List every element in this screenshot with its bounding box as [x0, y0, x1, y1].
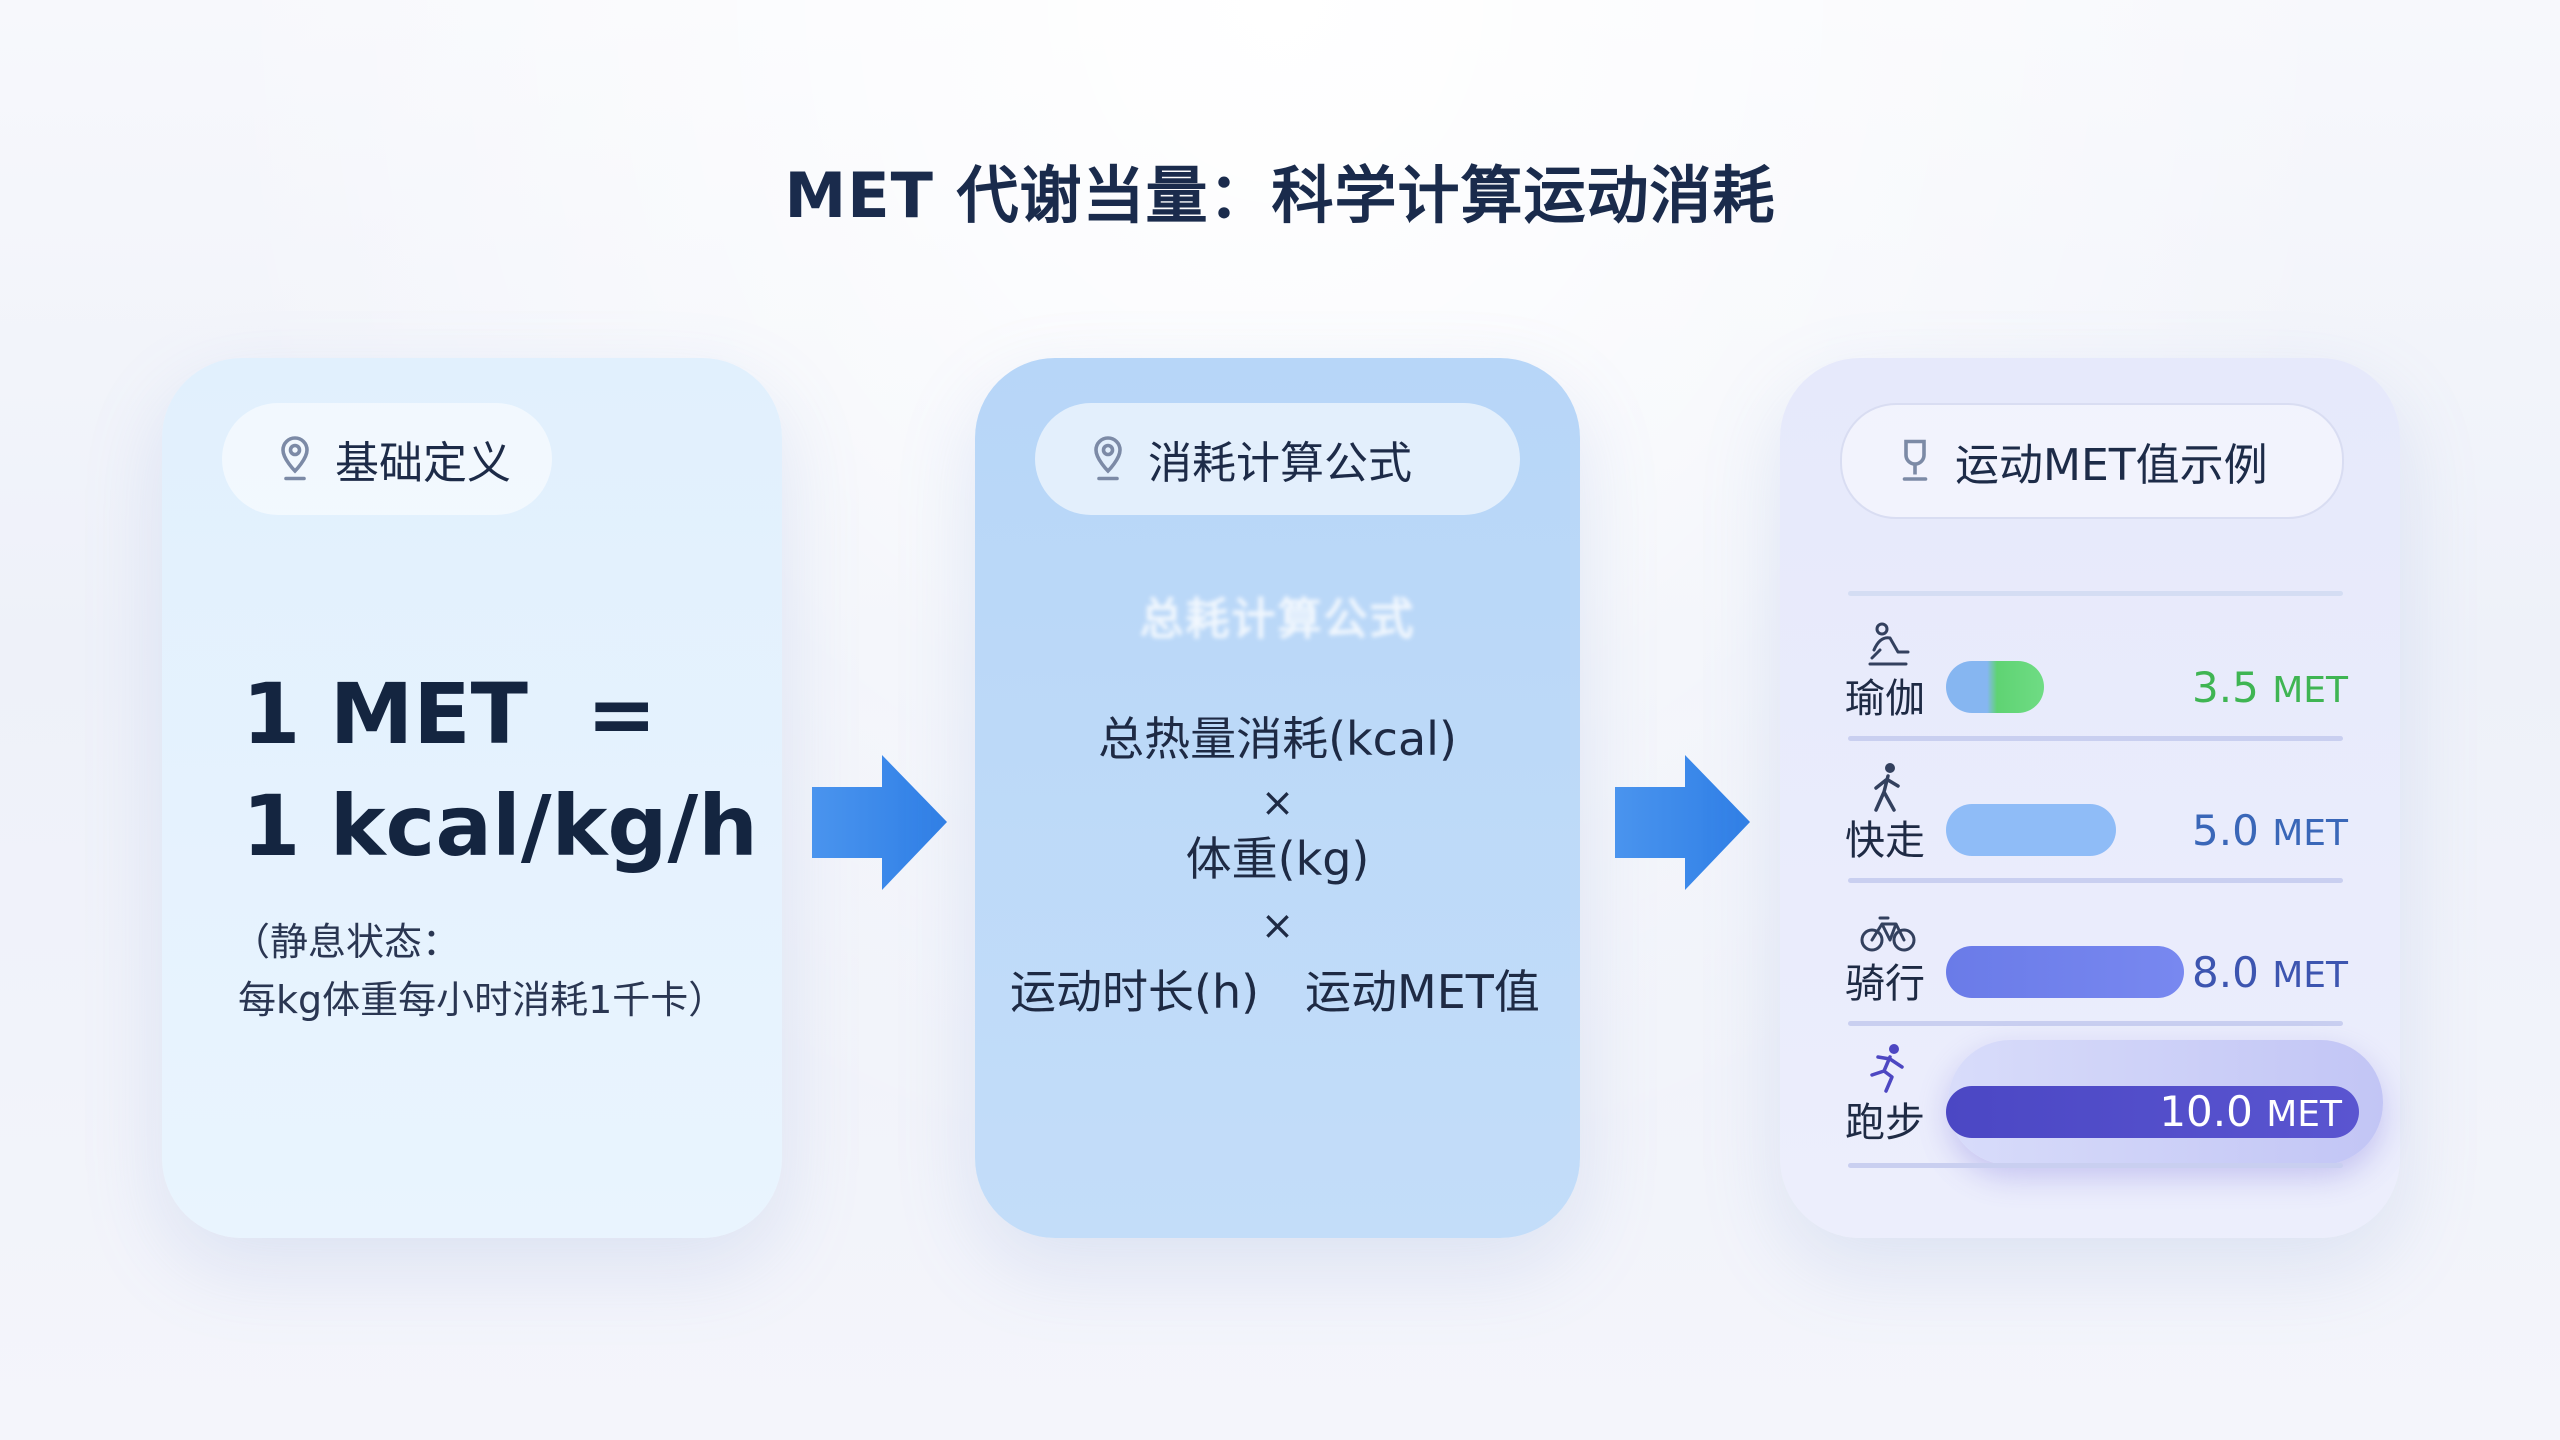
met-value-cycling: 8.0 MET [2192, 948, 2348, 997]
running-icon [1870, 1044, 1904, 1093]
formula-met-value: 运动MET值 [1305, 965, 1540, 1019]
met-bar-cycling [1946, 946, 2184, 998]
multiply-sign: × [1260, 780, 1295, 826]
met-value-running: 10.0 MET [2159, 1087, 2342, 1136]
met-bar-walking [1946, 804, 2116, 856]
exercise-label-walking: 快走 [1845, 818, 1925, 864]
note-line-2: 每kg体重每小时消耗1千卡） [238, 978, 727, 1022]
examples-pill: 运动MET值示例 [1840, 403, 2344, 519]
formula-total-energy: 总热量消耗(kcal) [1098, 712, 1457, 766]
multiply-sign: × [1260, 903, 1295, 949]
note-line-1: （静息状态： [232, 920, 461, 964]
bicycle-icon [1860, 916, 1916, 952]
examples-pill-label: 运动MET值示例 [1955, 440, 2268, 491]
definition-pill: 基础定义 [222, 403, 552, 515]
exercise-label-yoga: 瑜伽 [1845, 676, 1925, 722]
divider [1848, 878, 2343, 883]
met-unit: MET [2266, 1094, 2342, 1135]
met-number: 10.0 [2159, 1087, 2253, 1136]
page-title: MET 代谢当量：科学计算运动消耗 [784, 159, 1776, 232]
met-number: 5.0 [2192, 806, 2259, 855]
exercise-label-running: 跑步 [1845, 1100, 1925, 1146]
met-bar-yoga [1946, 661, 2044, 713]
arrow-right-icon [812, 755, 947, 890]
equation-line-2: 1 kcal/kg/h [242, 777, 758, 875]
met-number: 3.5 [2192, 663, 2259, 712]
formula-card: 消耗计算公式 总耗计算公式 总热量消耗(kcal) × 体重(kg) × 运动时… [975, 358, 1580, 1238]
yoga-icon [1868, 622, 1910, 666]
definition-note: （静息状态： 每kg体重每小时消耗1千卡） [232, 913, 726, 1029]
met-equation: 1 MET = 1 kcal/kg/h [242, 658, 758, 882]
formula-body-weight: 体重(kg) [1185, 832, 1370, 886]
met-bar-running [1946, 1086, 2359, 1138]
definition-card: 基础定义 1 MET = 1 kcal/kg/h （静息状态： 每kg体重每小时… [162, 358, 782, 1238]
trophy-icon [1902, 439, 1928, 481]
equation-line-1: 1 MET = [242, 665, 657, 763]
met-value-walking: 5.0 MET [2192, 806, 2348, 855]
met-unit: MET [2272, 670, 2348, 711]
formula-pill-label: 消耗计算公式 [1148, 438, 1412, 489]
arrow-right-icon [1615, 755, 1750, 890]
walking-icon [1874, 763, 1900, 812]
exercise-label-cycling: 骑行 [1845, 961, 1925, 1007]
divider [1848, 591, 2343, 596]
location-pin-icon [281, 436, 309, 481]
met-unit: MET [2272, 813, 2348, 854]
formula-blurred-heading: 总耗计算公式 [1139, 594, 1416, 645]
divider [1848, 1021, 2343, 1026]
formula-duration: 运动时长(h) [1010, 965, 1260, 1019]
location-pin-icon [1094, 436, 1122, 481]
definition-pill-label: 基础定义 [335, 438, 511, 489]
examples-card: 运动MET值示例 瑜伽 3.5 MET 快走 5.0 MET 骑行 8.0 ME… [1780, 358, 2400, 1238]
met-number: 8.0 [2192, 948, 2259, 997]
met-unit: MET [2272, 955, 2348, 996]
formula-pill: 消耗计算公式 [1035, 403, 1520, 515]
divider [1848, 736, 2343, 741]
divider [1848, 1163, 2343, 1168]
met-value-yoga: 3.5 MET [2192, 663, 2348, 712]
